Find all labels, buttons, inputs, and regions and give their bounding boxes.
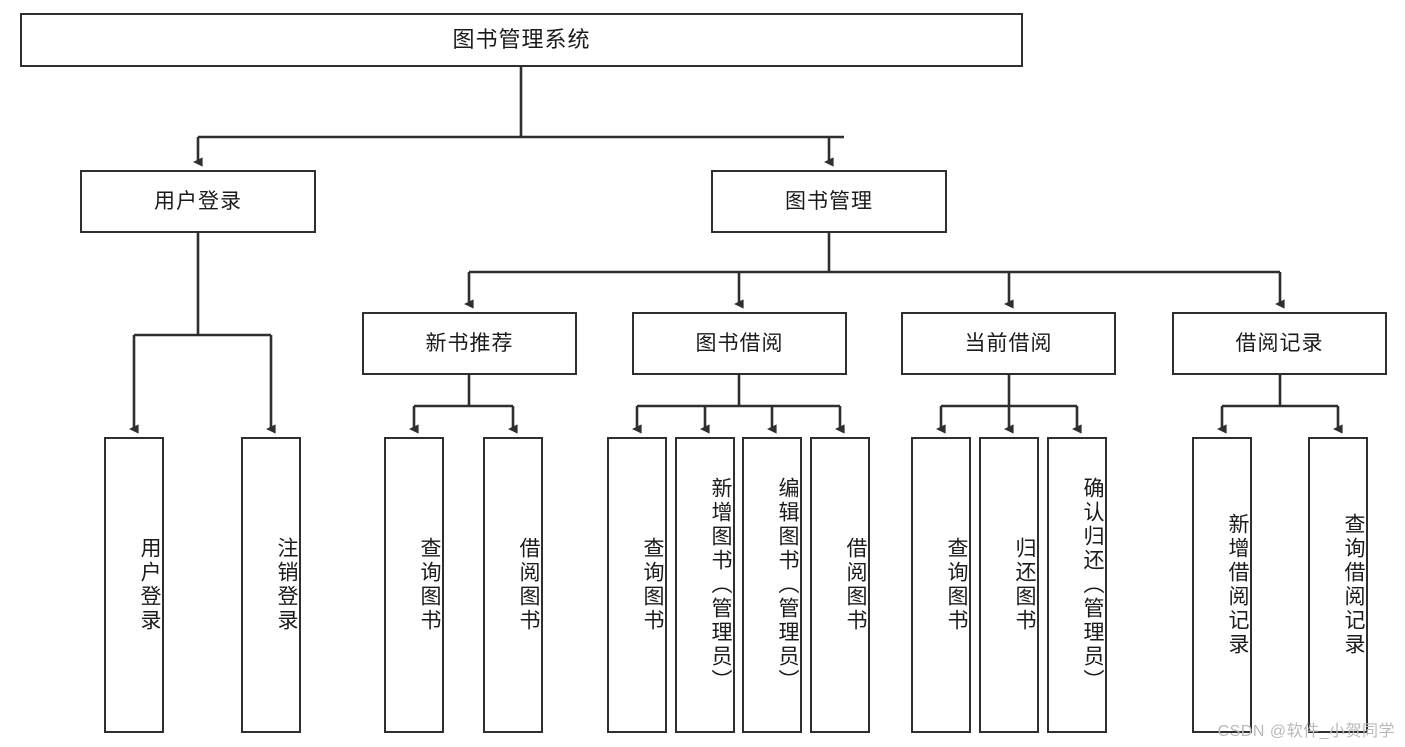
leaf-user-login-signin-label: 用户登录 — [138, 537, 161, 633]
node-borrow-record[interactable]: 借阅记录 — [1172, 312, 1387, 375]
leaf-user-login-signout[interactable]: 注销登录 — [241, 437, 301, 733]
leaf-user-login-signin[interactable]: 用户登录 — [104, 437, 164, 733]
node-root-system-label: 图书管理系统 — [452, 26, 591, 52]
node-new-book-recommend[interactable]: 新书推荐 — [362, 312, 577, 375]
leaf-record-query-record-label: 查询借阅记录 — [1342, 513, 1365, 657]
leaf-borrow-query-book-label: 查询图书 — [641, 537, 664, 633]
node-user-login-label: 用户登录 — [154, 189, 242, 213]
leaf-borrow-add-book-label: 新增图书（管理员） — [709, 477, 732, 693]
leaf-recommend-query-book-label: 查询图书 — [418, 537, 441, 633]
leaf-current-confirm-return[interactable]: 确认归还（管理员） — [1047, 437, 1107, 733]
leaf-current-query-book-label: 查询图书 — [945, 537, 968, 633]
node-book-borrow[interactable]: 图书借阅 — [632, 312, 847, 375]
node-root-system[interactable]: 图书管理系统 — [20, 13, 1023, 67]
csdn-watermark: CSDN @软件_小贺同学 — [1217, 723, 1395, 740]
leaf-record-query-record[interactable]: 查询借阅记录 — [1308, 437, 1368, 733]
leaf-borrow-edit-book-label: 编辑图书（管理员） — [776, 477, 799, 693]
leaf-recommend-query-book[interactable]: 查询图书 — [384, 437, 444, 733]
leaf-record-add-record[interactable]: 新增借阅记录 — [1192, 437, 1252, 733]
leaf-borrow-query-book[interactable]: 查询图书 — [607, 437, 667, 733]
leaf-current-query-book[interactable]: 查询图书 — [911, 437, 971, 733]
leaf-record-add-record-label: 新增借阅记录 — [1226, 513, 1249, 657]
node-current-borrow-label: 当前借阅 — [964, 331, 1053, 355]
leaf-current-return-book[interactable]: 归还图书 — [979, 437, 1039, 733]
leaf-borrow-add-book[interactable]: 新增图书（管理员） — [675, 437, 735, 733]
leaf-borrow-borrow-book-label: 借阅图书 — [844, 537, 867, 633]
leaf-user-login-signout-label: 注销登录 — [275, 537, 298, 633]
node-user-login[interactable]: 用户登录 — [80, 170, 316, 233]
leaf-borrow-edit-book[interactable]: 编辑图书（管理员） — [742, 437, 802, 733]
leaf-recommend-borrow-book-label: 借阅图书 — [517, 537, 540, 633]
node-new-book-recommend-label: 新书推荐 — [425, 331, 514, 355]
leaf-current-return-book-label: 归还图书 — [1013, 537, 1036, 633]
node-book-management-label: 图书管理 — [785, 189, 873, 213]
leaf-recommend-borrow-book[interactable]: 借阅图书 — [483, 437, 543, 733]
leaf-borrow-borrow-book[interactable]: 借阅图书 — [810, 437, 870, 733]
node-book-borrow-label: 图书借阅 — [695, 331, 784, 355]
node-borrow-record-label: 借阅记录 — [1235, 331, 1324, 355]
node-current-borrow[interactable]: 当前借阅 — [901, 312, 1116, 375]
leaf-current-confirm-return-label: 确认归还（管理员） — [1081, 477, 1104, 693]
node-book-management[interactable]: 图书管理 — [711, 170, 947, 233]
